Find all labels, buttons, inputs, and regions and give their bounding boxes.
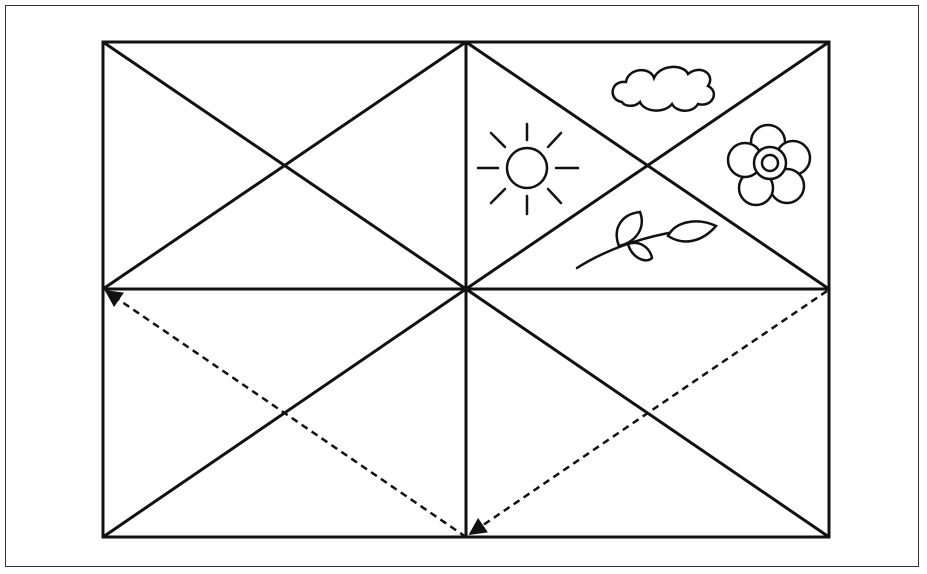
- fold-arrow-left: [106, 291, 466, 537]
- leaf-branch-icon: [577, 212, 716, 268]
- cloud-icon: [613, 67, 714, 111]
- flower-icon: [728, 125, 810, 205]
- sun-icon: [478, 124, 578, 214]
